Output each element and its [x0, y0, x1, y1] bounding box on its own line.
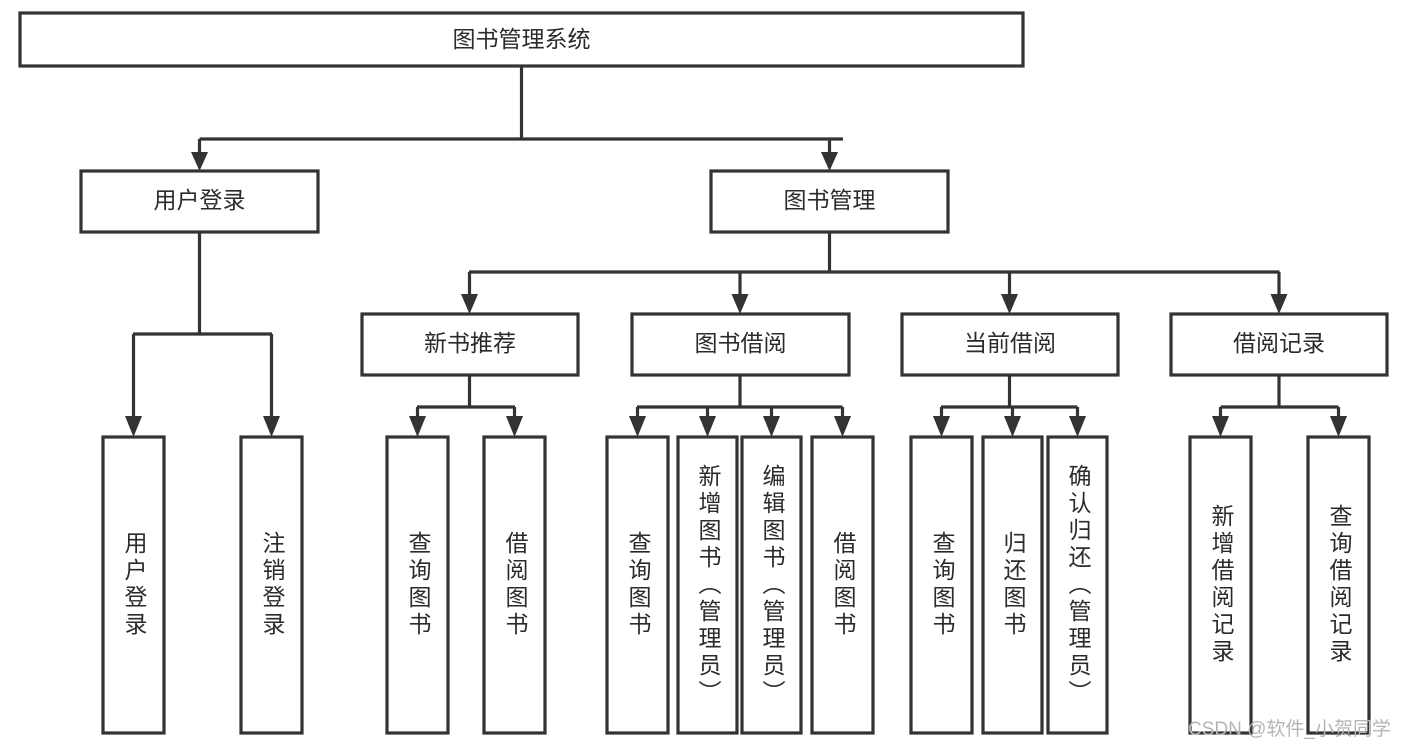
leaf-box-query-book-cur[interactable]: [909, 435, 974, 735]
leaf-box-borrow-book[interactable]: [810, 435, 875, 735]
connector-book-manage-to-level3: [461, 232, 1288, 314]
arrowhead-current-borrow: [1001, 294, 1018, 314]
arrowhead-leaf-query-record: [1330, 416, 1347, 437]
node-root-label: 图书管理系统: [453, 26, 591, 52]
connector-root-to-level2: [191, 66, 843, 171]
arrowhead-book-manage: [821, 152, 838, 171]
node-user-login-box[interactable]: [79, 169, 320, 234]
connector-user-login-to-leaves: [125, 232, 280, 437]
node-root[interactable]: 图书管理系统: [18, 11, 1025, 68]
node-current-borrow-box[interactable]: [900, 312, 1120, 377]
leaf-box-add-book[interactable]: [676, 435, 739, 735]
arrowhead-new-book-recommend: [461, 294, 478, 314]
leaf-box-query-book-borrow[interactable]: [605, 435, 670, 735]
node-borrow-record[interactable]: 借阅记录: [1169, 312, 1389, 377]
arrowhead-leaf-confirm-return: [1069, 416, 1086, 437]
arrowhead-user-login: [191, 152, 208, 171]
leaf-box-user-login[interactable]: [101, 435, 166, 735]
watermark-csdn: CSDN @软件_小贺同学: [1188, 719, 1391, 740]
connector-book-borrow-to-leaves: [629, 375, 851, 437]
node-borrow-record-box[interactable]: [1169, 312, 1389, 377]
arrowhead-leaf-borrow-book-rec: [506, 416, 523, 437]
arrowhead-borrow-record: [1270, 294, 1288, 314]
node-book-manage[interactable]: 图书管理: [709, 169, 950, 234]
leaf-box-query-book-rec[interactable]: [385, 435, 450, 735]
arrowhead-leaf-logout: [263, 416, 280, 437]
node-borrow-record-label: 借阅记录: [1233, 330, 1325, 356]
node-book-manage-box[interactable]: [709, 169, 950, 234]
leaf-box-logout[interactable]: [239, 435, 304, 735]
node-new-book-recommend[interactable]: 新书推荐: [360, 312, 580, 377]
arrowhead-leaf-return-book: [1004, 416, 1021, 437]
arrowhead-leaf-add-book: [699, 416, 716, 437]
leaf-boxes: [101, 435, 1371, 735]
arrowhead-leaf-query-book-borrow: [629, 416, 646, 437]
leaf-box-borrow-book-rec[interactable]: [482, 435, 547, 735]
leaf-box-return-book[interactable]: [981, 435, 1044, 735]
connector-borrow-record-to-leaves: [1212, 375, 1347, 437]
node-current-borrow[interactable]: 当前借阅: [900, 312, 1120, 377]
node-user-login-label: 用户登录: [154, 187, 246, 213]
node-book-borrow-box[interactable]: [630, 312, 851, 377]
leaf-box-confirm-return[interactable]: [1046, 435, 1109, 735]
node-new-book-recommend-label: 新书推荐: [424, 330, 516, 356]
node-root-box[interactable]: [18, 11, 1025, 68]
connector-new-book-recommend-to-leaves: [409, 375, 523, 437]
node-current-borrow-label: 当前借阅: [964, 330, 1056, 356]
arrowhead-leaf-user-login: [125, 416, 142, 437]
leaf-box-add-record[interactable]: [1188, 435, 1253, 735]
node-book-manage-label: 图书管理: [784, 187, 876, 213]
arrowhead-leaf-add-record: [1212, 416, 1229, 437]
node-book-borrow-label: 图书借阅: [695, 330, 787, 356]
arrowhead-leaf-query-book-rec: [409, 416, 426, 437]
leaf-box-edit-book[interactable]: [740, 435, 803, 735]
arrowhead-book-borrow: [731, 294, 749, 314]
leaf-box-query-record[interactable]: [1306, 435, 1371, 735]
node-user-login[interactable]: 用户登录: [79, 169, 320, 234]
arrowhead-leaf-query-book-cur: [933, 416, 950, 437]
arrowhead-leaf-edit-book: [763, 416, 780, 437]
arrowhead-leaf-borrow-book: [834, 416, 851, 437]
node-new-book-recommend-box[interactable]: [360, 312, 580, 377]
connector-current-borrow-to-leaves: [933, 375, 1086, 437]
node-book-borrow[interactable]: 图书借阅: [630, 312, 851, 377]
